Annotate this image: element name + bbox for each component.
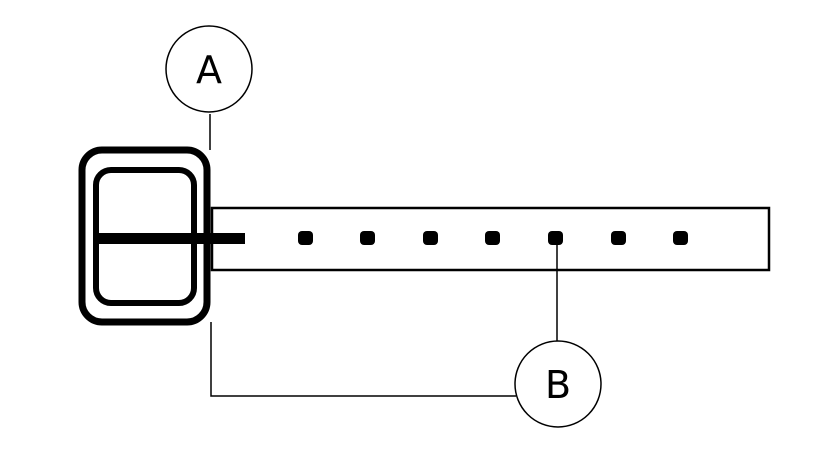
- buckle-prong: [98, 233, 245, 244]
- belt-hole: [360, 231, 375, 245]
- callout-a-label: A: [196, 48, 222, 92]
- callout-a-circle: [165, 25, 253, 113]
- callout-b-circle: [514, 340, 602, 428]
- belt-holes: [298, 231, 688, 245]
- belt-hole: [485, 231, 500, 245]
- belt-hole: [423, 231, 438, 245]
- leader-line-buckle-to-b: [210, 322, 516, 397]
- callout-b: B: [514, 340, 602, 428]
- callout-b-label: B: [545, 363, 571, 407]
- belt-hole: [673, 231, 688, 245]
- belt-hole: [548, 231, 563, 245]
- callout-a: A: [165, 25, 253, 113]
- belt-hole: [611, 231, 626, 245]
- belt-hole: [298, 231, 313, 245]
